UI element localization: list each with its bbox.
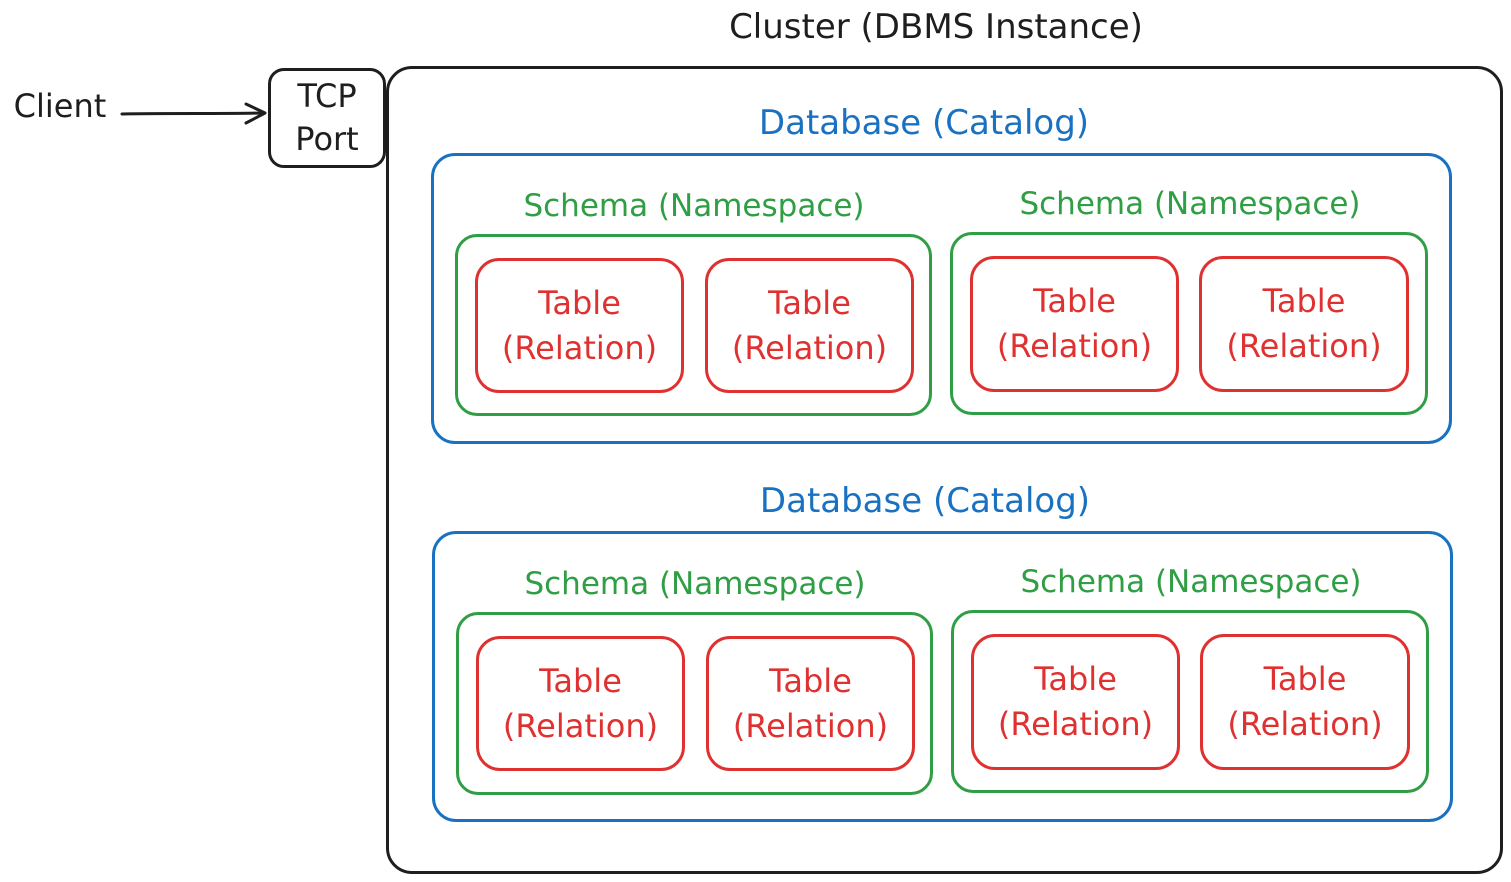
schema-box [456, 612, 933, 795]
relation-label: (Relation) [731, 328, 888, 367]
table-label: Table [768, 283, 851, 322]
schema-box [950, 232, 1428, 415]
table-box: Table (Relation) [971, 634, 1180, 770]
table-box: Table (Relation) [705, 258, 914, 393]
schema-title: Schema (Namespace) [523, 188, 865, 224]
schema-box [455, 234, 932, 416]
table-label: Table [1033, 282, 1116, 321]
cluster-box [386, 66, 1503, 874]
client-label: Client [13, 87, 107, 125]
relation-label: (Relation) [1227, 705, 1383, 743]
table-label: Table [1034, 660, 1117, 699]
database-box [431, 153, 1452, 444]
database-title: Database (Catalog) [758, 103, 1090, 143]
table-box: Table (Relation) [706, 636, 915, 771]
tcp-port-label-line1: TCP [297, 76, 357, 115]
table-label: Table [539, 661, 622, 700]
table-box: Table (Relation) [1200, 634, 1410, 770]
table-label: Table [769, 661, 852, 700]
database-title: Database (Catalog) [759, 481, 1091, 521]
schema-title: Schema (Namespace) [1019, 186, 1361, 222]
database-box [432, 531, 1453, 822]
tcp-port-label-line2: Port [295, 120, 359, 158]
relation-label: (Relation) [732, 706, 889, 745]
table-box: Table (Relation) [475, 258, 684, 393]
relation-label: (Relation) [996, 327, 1153, 365]
table-label: Table [1263, 660, 1347, 699]
relation-label: (Relation) [502, 706, 659, 745]
cluster-title: Cluster (DBMS Instance) [729, 7, 1143, 47]
table-box: Table (Relation) [1199, 256, 1409, 392]
relation-label: (Relation) [501, 328, 658, 367]
schema-title: Schema (Namespace) [1020, 564, 1362, 600]
table-box: Table (Relation) [970, 256, 1179, 392]
tcp-port-box: TCP Port [268, 68, 386, 168]
table-label: Table [538, 283, 621, 322]
table-box: Table (Relation) [476, 636, 685, 771]
relation-label: (Relation) [1226, 327, 1382, 365]
schema-box [951, 610, 1429, 793]
table-label: Table [1262, 282, 1346, 321]
schema-title: Schema (Namespace) [524, 566, 866, 602]
relation-label: (Relation) [997, 705, 1154, 743]
